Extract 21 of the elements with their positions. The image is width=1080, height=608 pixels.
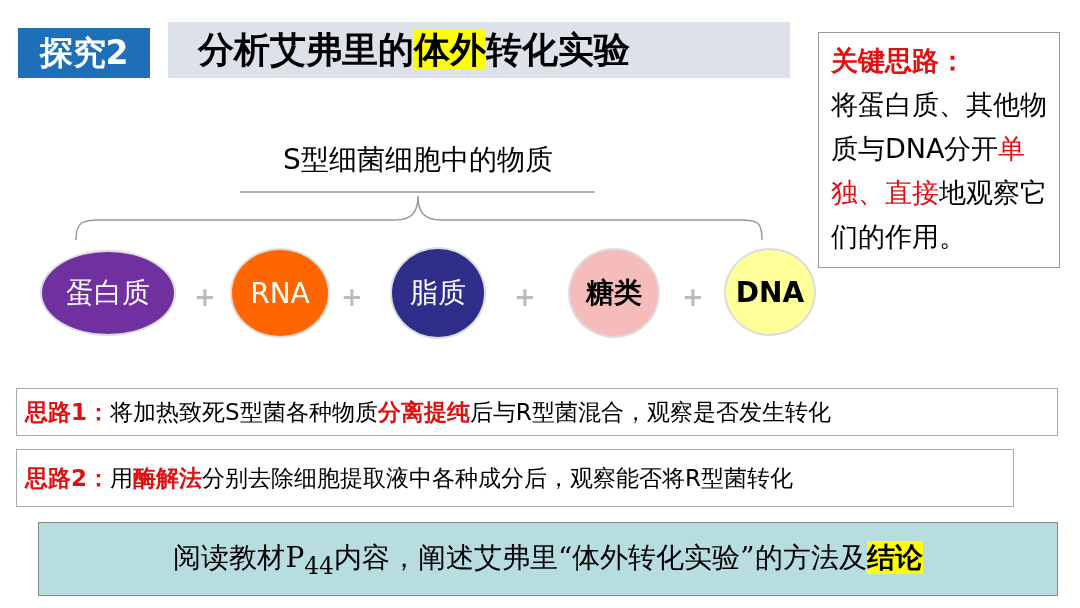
plus-sign: + bbox=[341, 282, 363, 312]
title: 分析艾弗里的体外转化实验 bbox=[198, 28, 630, 72]
node-label: RNA bbox=[250, 276, 310, 310]
node-label: 蛋白质 bbox=[66, 275, 150, 311]
note-text: 将蛋白质、其他物质与DNA分开单独、直接地观察它们的作用。 bbox=[831, 88, 1047, 254]
section-badge bbox=[18, 28, 150, 78]
task-box bbox=[38, 522, 1058, 596]
text-box bbox=[16, 449, 1014, 507]
note-box bbox=[818, 32, 1060, 268]
note-heading: 关键思路： bbox=[831, 44, 967, 78]
node-label: 思路1：将加热致死S型菌各种物质分离提纯后与R型菌混合，观察是否发生转化 bbox=[25, 397, 831, 427]
group-label: S型细菌细胞中的物质 bbox=[283, 144, 553, 176]
node-label: 脂质 bbox=[410, 275, 466, 311]
plus-sign: + bbox=[194, 282, 216, 312]
node-label: 糖类 bbox=[586, 275, 642, 311]
node-label: 探究2 bbox=[39, 31, 129, 74]
node-label: DNA bbox=[735, 275, 805, 309]
plus-sign: + bbox=[682, 282, 704, 312]
text-box bbox=[16, 388, 1058, 436]
node-label: 思路2：用酶解法分别去除细胞提取液中各种成分后，观察能否将R型菌转化 bbox=[25, 463, 793, 493]
plus-sign: + bbox=[514, 282, 536, 312]
